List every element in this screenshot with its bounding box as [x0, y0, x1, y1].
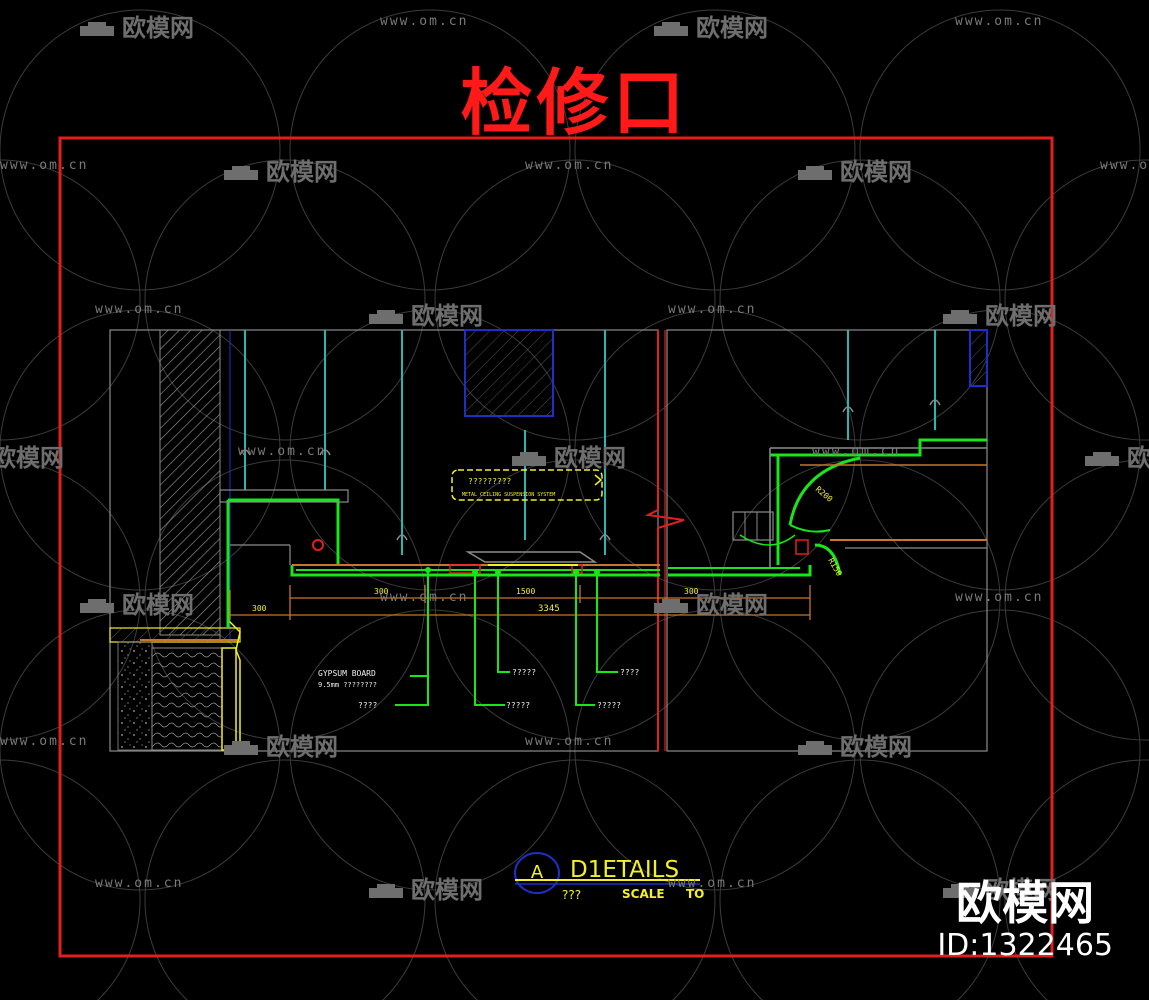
ceiling-frame-grey: [219, 489, 349, 565]
brand-id: ID:1322465: [937, 927, 1113, 963]
watermark-url: www.om.cn: [668, 302, 757, 317]
floor-section: [109, 619, 241, 751]
watermark-url: www.om.cn: [525, 734, 614, 749]
dimension-lines: [229, 585, 811, 620]
callout-1-line-1: GYPSUM BOARD: [318, 669, 376, 678]
sofa-icon: [512, 452, 546, 466]
callout-1-line-2: 9.5mm ????????: [318, 681, 377, 689]
watermark-logo: 欧模网: [652, 8, 768, 43]
watermark-logo: 欧模网: [941, 296, 1057, 331]
watermark-url: www.om.cn: [955, 590, 1044, 605]
dim-left: 300: [252, 604, 267, 613]
callout-6: ????: [620, 668, 639, 677]
sofa-icon: [798, 741, 832, 755]
watermark-logo: 欧模网: [796, 727, 912, 762]
detail-name: D1ETAILS: [570, 857, 679, 883]
dim-a: 300: [374, 587, 389, 596]
arc-label-upper: R200: [814, 485, 835, 504]
page-title: 检修口: [460, 60, 689, 145]
dim-total: 3345: [538, 604, 560, 614]
callout-5: ?????: [597, 701, 621, 710]
sofa-icon: [369, 310, 403, 324]
watermark-url: www.om.cn: [0, 734, 89, 749]
leader-dots: [425, 567, 600, 575]
note-box: [451, 469, 603, 501]
air-duct: [464, 329, 988, 417]
sofa-icon: [80, 599, 114, 613]
sofa-icon: [1085, 452, 1119, 466]
watermark-logo: 欧模网: [367, 296, 483, 331]
watermark-logo: 欧模网: [941, 870, 1057, 905]
sofa-icon: [224, 166, 258, 180]
callout-2: ????: [358, 701, 377, 710]
watermark-logo: 欧模网: [652, 585, 768, 620]
watermark-logo: 欧模网: [222, 727, 338, 762]
detail-scale-value: TO: [686, 887, 704, 901]
ceiling-profile-left: [226, 498, 660, 628]
watermark-url: www.om.cn: [0, 158, 89, 173]
detail-sheet-ref: ???: [562, 888, 581, 902]
sofa-icon: [943, 310, 977, 324]
watermark-logo: 欧模网: [78, 585, 194, 620]
concrete-wall: [159, 329, 231, 640]
watermark-url: www.om.cn: [380, 590, 469, 605]
watermark-url: www.om.cn: [95, 302, 184, 317]
watermark-logo: 欧模网: [0, 444, 64, 472]
arc-label-lower: R150: [826, 557, 844, 578]
watermark-logo: 欧模网: [367, 870, 483, 905]
cove-detail-right: [668, 438, 987, 577]
detail-title-block: A D1ETAILS ??? SCALE TO: [514, 852, 704, 902]
hanger-clips: [239, 399, 941, 541]
watermark-logo: 欧模网: [78, 8, 194, 43]
callout-3: ?????: [506, 701, 530, 710]
sofa-icon: [943, 884, 977, 898]
watermark-url: www.om.cn: [955, 14, 1044, 29]
sofa-icon: [798, 166, 832, 180]
watermark-url: www.om.cn: [812, 444, 901, 459]
sofa-icon: [224, 741, 258, 755]
watermark-url: www.om.cn: [668, 876, 757, 891]
detail-scale-label: SCALE: [622, 887, 665, 901]
watermark-logo: 欧模网: [222, 152, 338, 187]
detail-marker: A: [531, 862, 544, 883]
watermark-arcs: [0, 9, 1149, 1000]
watermark-url: www.om.cn: [1100, 158, 1149, 173]
note-line-2: METAL CEILING SUSPENSION SYSTEM: [462, 492, 555, 498]
watermark-url: www.om.cn: [238, 444, 327, 459]
leader-lines: [395, 570, 618, 706]
callout-4: ?????: [512, 668, 536, 677]
dim-b: 1500: [516, 587, 535, 596]
watermark-logo: 欧模网: [1083, 438, 1149, 473]
red-fixing: [312, 539, 324, 551]
sheet-border: [58, 136, 1054, 958]
sofa-icon: [654, 22, 688, 36]
sofa-icon: [369, 884, 403, 898]
watermark-logo: 欧模网: [796, 152, 912, 187]
break-line: [644, 330, 685, 751]
watermark-url: www.om.cn: [95, 876, 184, 891]
hanger-rods: [244, 330, 936, 555]
sofa-icon: [80, 22, 114, 36]
watermark-logo: 欧模网: [510, 438, 626, 473]
brand-name: 欧模网: [956, 876, 1095, 930]
sofa-icon: [654, 599, 688, 613]
watermark-url: www.om.cn: [525, 158, 614, 173]
dim-c: 300: [684, 587, 699, 596]
brand-stamp: 欧模网 ID:1322465: [937, 878, 1113, 962]
watermark-url: www.om.cn: [380, 14, 469, 29]
note-line-1: ?????????: [468, 477, 512, 486]
